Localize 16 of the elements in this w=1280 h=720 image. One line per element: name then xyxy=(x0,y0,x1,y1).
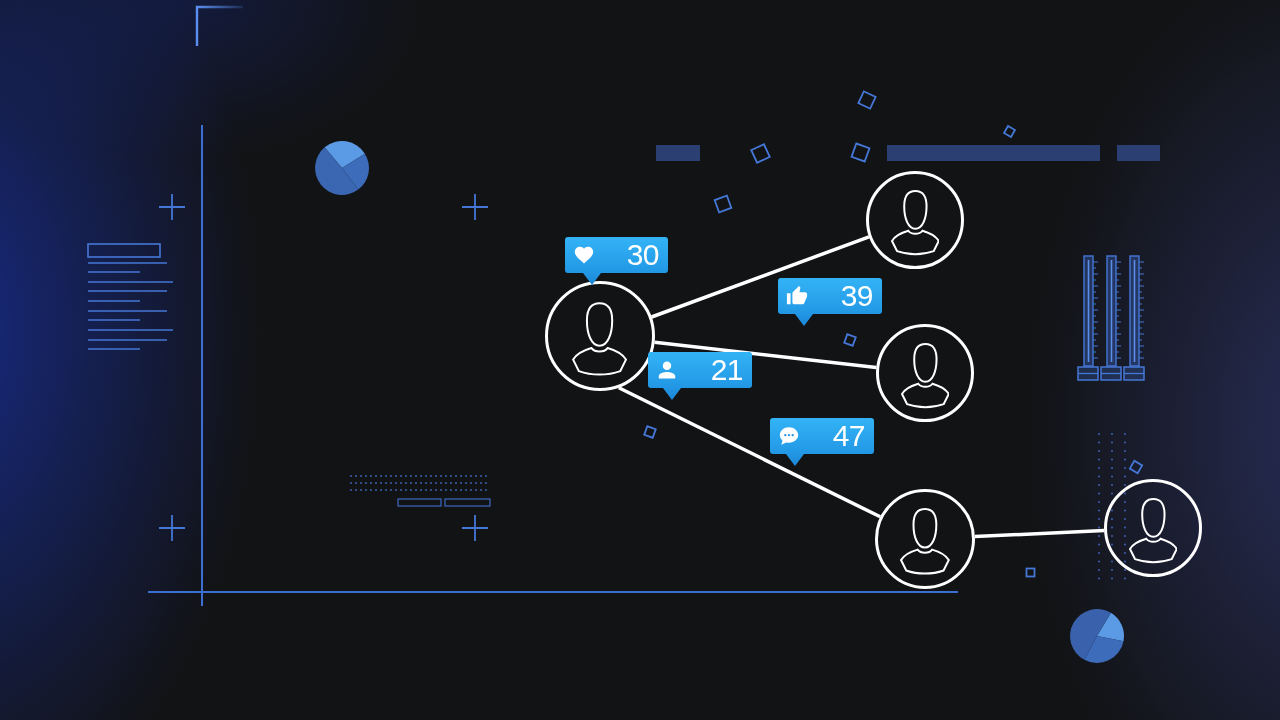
person-circle xyxy=(1104,479,1202,577)
connector-line xyxy=(618,386,881,519)
badge-count: 21 xyxy=(710,355,743,385)
notification-badge xyxy=(770,418,874,466)
notification-badge xyxy=(648,352,752,400)
notification-badge xyxy=(565,237,668,285)
connector-line xyxy=(654,340,877,370)
badge-count: 39 xyxy=(840,281,873,311)
person-circle xyxy=(866,171,964,269)
badge-count: 47 xyxy=(832,421,865,451)
person-circle xyxy=(875,489,975,589)
person-circle xyxy=(876,324,974,422)
badge-count: 30 xyxy=(626,240,659,270)
connector-line xyxy=(651,235,870,319)
connector-line xyxy=(974,528,1105,539)
notification-badge xyxy=(778,278,882,326)
